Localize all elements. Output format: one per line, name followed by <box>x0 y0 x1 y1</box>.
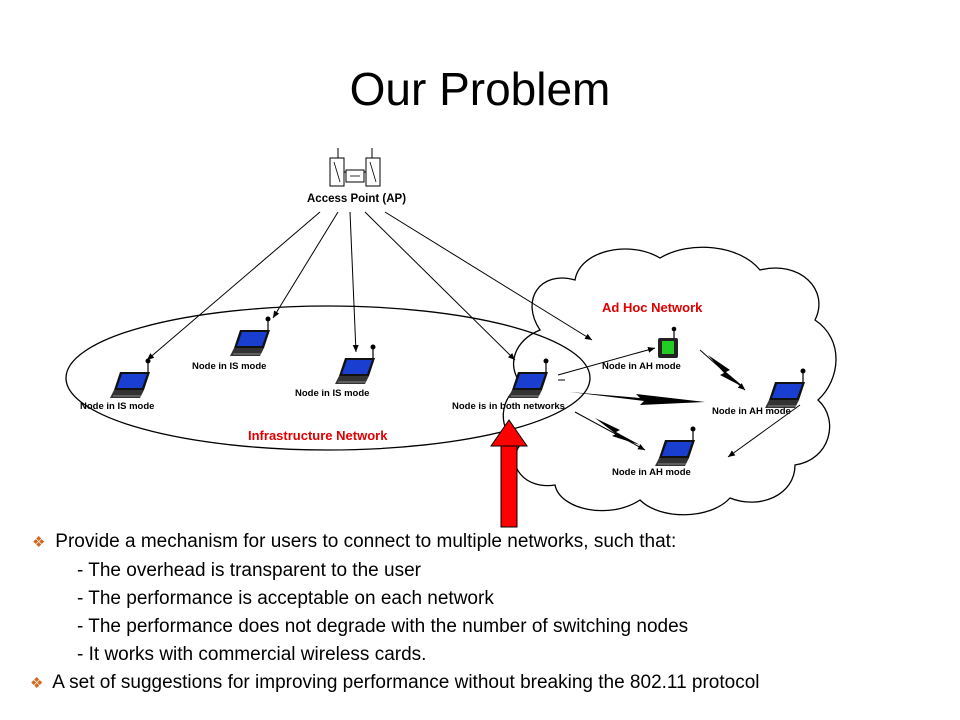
diamond-bullet-icon: ❖ <box>32 534 46 551</box>
access-point-icon <box>329 148 381 187</box>
node-label-ah-bottom: Node in AH mode <box>612 467 691 478</box>
bullet-text: Provide a mechanism for users to connect… <box>55 531 677 552</box>
access-point-label: Access Point (AP) <box>307 193 406 205</box>
bullet-item: ❖ Provide a mechanism for users to conne… <box>30 528 955 557</box>
laptop-is-left-icon <box>109 357 152 399</box>
adhoc-network-label: Ad Hoc Network <box>602 300 703 315</box>
node-label-both: Node is in both networks <box>452 401 565 412</box>
infrastructure-ellipse <box>65 305 591 451</box>
sub-bullet: - The performance does not degrade with … <box>77 616 689 637</box>
node-label-ah-right: Node in AH mode <box>712 406 791 417</box>
wireless-bolts <box>570 355 745 445</box>
slide-title: Our Problem <box>349 63 611 115</box>
laptop-is-top-icon <box>229 315 272 357</box>
ap-links <box>146 211 593 361</box>
laptop-ah-bottom-icon <box>654 425 697 467</box>
sub-bullet: - The overhead is transparent to the use… <box>77 560 421 581</box>
node-label-is-left: Node in IS mode <box>80 401 154 412</box>
bullet-text: A set of suggestions for improving perfo… <box>52 672 760 693</box>
bullet-item: ❖ A set of suggestions for improving per… <box>30 669 955 698</box>
highlight-arrow <box>490 419 528 528</box>
diamond-bullet-icon: ❖ <box>30 675 44 692</box>
sub-bullet: - It works with commercial wireless card… <box>77 644 427 665</box>
infrastructure-network-label: Infrastructure Network <box>248 428 388 443</box>
laptop-ah-right-icon <box>764 367 807 409</box>
pda-icon <box>658 326 678 358</box>
laptop-is-mid-icon <box>334 343 377 385</box>
bullet-list: ❖ Provide a mechanism for users to conne… <box>30 528 955 698</box>
adhoc-links <box>557 346 801 458</box>
sub-bullet: - The performance is acceptable on each … <box>77 588 494 609</box>
node-label-is-top: Node in IS mode <box>192 361 266 372</box>
node-label-ah-top: Node in AH mode <box>602 361 681 372</box>
node-label-is-mid: Node in IS mode <box>295 388 369 399</box>
